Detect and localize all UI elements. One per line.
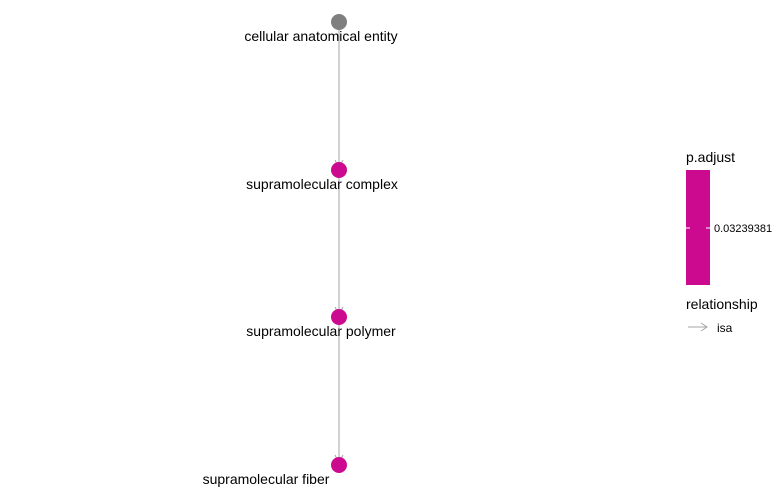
node-label: supramolecular fiber xyxy=(203,471,330,487)
legend-title-padjust: p.adjust xyxy=(686,149,735,165)
legend-relationship: relationship isa xyxy=(686,296,758,335)
node-label: cellular anatomical entity xyxy=(244,28,397,44)
legend-isa-arrowhead-icon xyxy=(700,322,708,332)
legend-label-isa: isa xyxy=(717,321,733,335)
node-labels: cellular anatomical entity supramolecula… xyxy=(203,28,398,487)
legend-title-relationship: relationship xyxy=(686,296,758,312)
legend-padjust: p.adjust 0.03239381 xyxy=(686,149,772,285)
node-label: supramolecular polymer xyxy=(246,323,396,339)
node-supramolecular-complex[interactable] xyxy=(331,162,347,178)
node-supramolecular-polymer[interactable] xyxy=(331,309,347,325)
legend-tick-label: 0.03239381 xyxy=(714,223,772,235)
node-label: supramolecular complex xyxy=(246,176,398,192)
nodes xyxy=(331,14,347,473)
node-supramolecular-fiber[interactable] xyxy=(331,457,347,473)
node-cellular-anatomical-entity[interactable] xyxy=(331,14,347,30)
